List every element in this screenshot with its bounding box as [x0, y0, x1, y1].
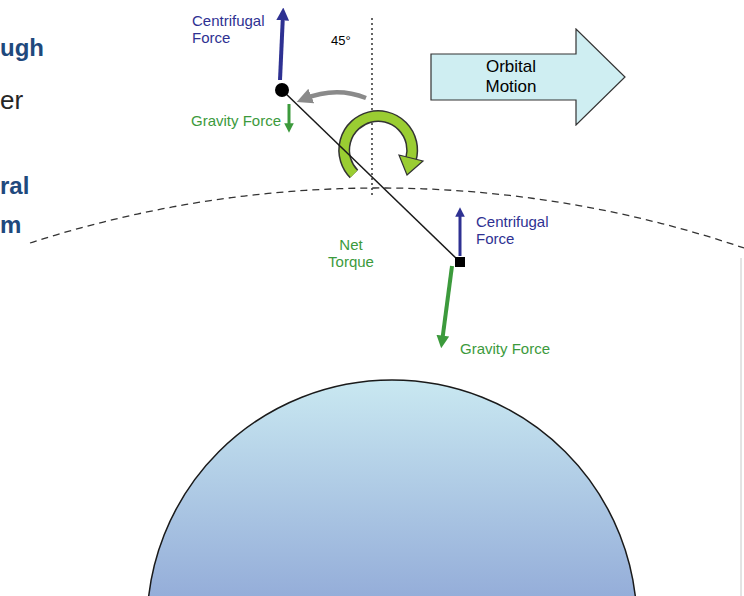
orbit-path — [30, 188, 744, 248]
slide-text-fragment: er — [0, 86, 23, 116]
slide-text-fragment: m — [0, 211, 21, 239]
tether-mass — [455, 257, 465, 267]
frame-line — [741, 258, 742, 596]
slide-text-fragment: ugh — [0, 34, 44, 62]
node-text: Orbital Motion — [465, 57, 557, 96]
torque-label: Net Torque — [320, 236, 382, 271]
centrifugal-arrow — [459, 212, 462, 256]
force-label: Centrifugal Force — [192, 12, 274, 47]
earth — [147, 380, 637, 596]
force-label: Centrifugal Force — [476, 213, 558, 248]
gravity-arrow — [288, 104, 291, 128]
rotation-arrow — [304, 92, 366, 99]
force-label: Gravity Force — [460, 340, 550, 357]
angle-label: 45° — [331, 34, 351, 49]
slide-text-fragment: ral — [0, 172, 29, 200]
force-label: Gravity Force — [191, 112, 281, 129]
torque-arrow-outline — [344, 116, 412, 174]
torque-arrowhead — [399, 155, 423, 175]
block-arrow-outline — [431, 29, 625, 125]
centrifugal-arrow — [280, 14, 283, 80]
vertical-reference — [371, 18, 373, 196]
orbital-motion-arrow: Orbital Motion — [430, 28, 626, 126]
tether-mass — [275, 83, 289, 97]
torque-arrow — [344, 116, 412, 174]
tether — [282, 90, 460, 262]
gravity-arrow — [442, 266, 452, 342]
